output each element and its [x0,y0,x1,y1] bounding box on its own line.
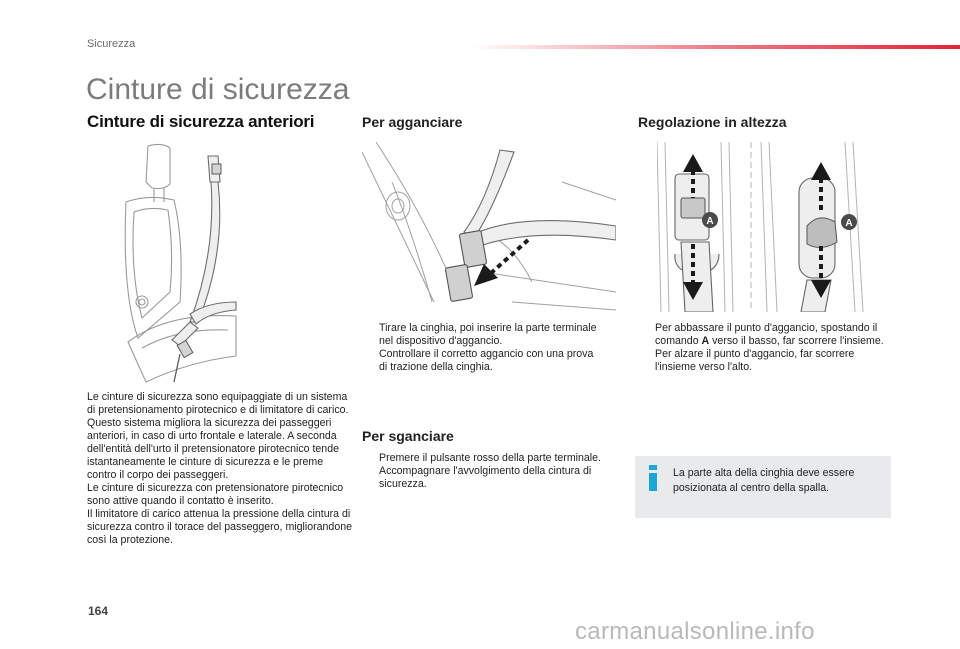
unfasten-step-text: Accompagnare l'avvolgimento della cintur… [379,465,592,490]
height-adjust-illustration: A A [657,142,864,312]
callout-a-right: A [845,218,852,229]
front-belts-description: Le cinture di sicurezza sono equipaggiat… [87,391,352,547]
unfasten-step-text: Premere il pulsante rosso della parte te… [379,452,601,464]
adjust-step: Per alzare il punto d'aggancio, far scor… [638,348,890,374]
fasten-heading: Per agganciare [362,114,463,130]
description-paragraph-4: Il limitatore di carico attenua la press… [87,508,352,546]
info-text: La parte alta della cinghia deve essere … [673,467,855,494]
description-paragraph-1: Le cinture di sicurezza sono equipaggiat… [87,391,349,416]
page-title: Cinture di sicurezza [86,73,350,106]
height-adjust-heading: Regolazione in altezza [638,114,787,130]
unfasten-step: Accompagnare l'avvolgimento della cintur… [362,465,610,491]
header-accent-line [470,45,960,49]
description-paragraph-3: Le cinture di sicurezza con pretensionat… [87,482,344,507]
info-box: La parte alta della cinghia deve essere … [635,456,891,518]
seat-belt-illustration [124,143,237,383]
adjust-step-text: Per alzare il punto d'aggancio, far scor… [655,348,855,373]
page-number: 164 [88,604,109,618]
fasten-step-text: Controllare il corretto aggancio con una… [379,348,594,373]
fasten-step-text: Tirare la cinghia, poi inserire la parte… [379,322,597,347]
buckle-illustration [362,142,616,311]
fasten-step: Controllare il corretto aggancio con una… [362,348,602,374]
height-adjust-steps: Per abbassare il punto d'aggancio, spost… [638,322,890,374]
section-label: Sicurezza [87,38,136,50]
info-icon [649,465,657,491]
callout-a-left: A [706,216,713,227]
fasten-step: Tirare la cinghia, poi inserire la parte… [362,322,602,348]
description-paragraph-2: Questo sistema migliora la sicurezza dei… [87,417,339,481]
unfasten-step: Premere il pulsante rosso della parte te… [362,452,610,465]
front-belts-heading: Cinture di sicurezza anteriori [87,112,315,131]
fasten-steps: Tirare la cinghia, poi inserire la parte… [362,322,602,374]
watermark: carmanualsonline.info [575,618,815,645]
unfasten-steps: Premere il pulsante rosso della parte te… [362,452,610,491]
adjust-step: Per abbassare il punto d'aggancio, spost… [638,322,890,348]
adjust-step-text: Per abbassare il punto d'aggancio, spost… [655,322,884,347]
unfasten-heading: Per sganciare [362,428,454,444]
